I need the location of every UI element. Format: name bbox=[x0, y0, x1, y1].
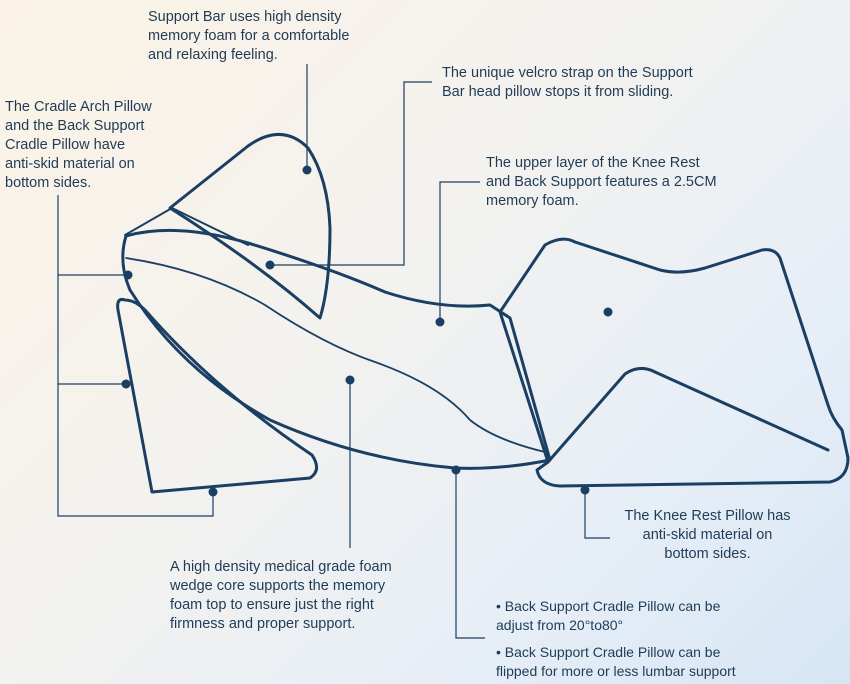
support-bar-label: Support Bar uses high density memory foa… bbox=[148, 8, 349, 65]
anti-skid-cradle-label: The Cradle Arch Pillow and the Back Supp… bbox=[5, 98, 152, 193]
knee-rest-inner-line bbox=[548, 368, 828, 462]
callout-dot-knee-rest bbox=[581, 486, 590, 495]
callout-dot-foam-core bbox=[346, 376, 355, 385]
bullet-adjust-angle: • Back Support Cradle Pillow can be adju… bbox=[496, 597, 720, 635]
callout-dot-bullets bbox=[452, 466, 461, 475]
foam-core-label: A high density medical grade foam wedge … bbox=[170, 558, 392, 634]
callout-dot-velcro bbox=[266, 261, 275, 270]
callout-dot-cradle-1 bbox=[124, 271, 133, 280]
callout-dot-support-bar bbox=[303, 166, 312, 175]
callout-dot-cradle-2 bbox=[122, 380, 131, 389]
knee-rest-anti-skid-label: The Knee Rest Pillow has anti-skid mater… bbox=[600, 507, 815, 564]
cradle-arch-pillow-shape bbox=[118, 299, 317, 492]
leader-line-bullets bbox=[456, 470, 485, 638]
knee-rest-pillow-shape bbox=[500, 239, 848, 486]
callout-dot-knee-upper bbox=[604, 308, 613, 317]
callout-dot-upper-layer bbox=[436, 318, 445, 327]
callout-dot-cradle-3 bbox=[209, 488, 218, 497]
support-bar-head-pillow-shape bbox=[170, 134, 330, 318]
leader-line-upper-layer bbox=[440, 182, 480, 322]
back-support-cradle-pillow-shape bbox=[123, 230, 550, 468]
velcro-strap-label: The unique velcro strap on the Support B… bbox=[442, 64, 693, 102]
upper-layer-label: The upper layer of the Knee Rest and Bac… bbox=[486, 154, 717, 211]
leader-line-velcro bbox=[272, 82, 432, 265]
bullet-flip-lumbar: • Back Support Cradle Pillow can be flip… bbox=[496, 643, 736, 681]
